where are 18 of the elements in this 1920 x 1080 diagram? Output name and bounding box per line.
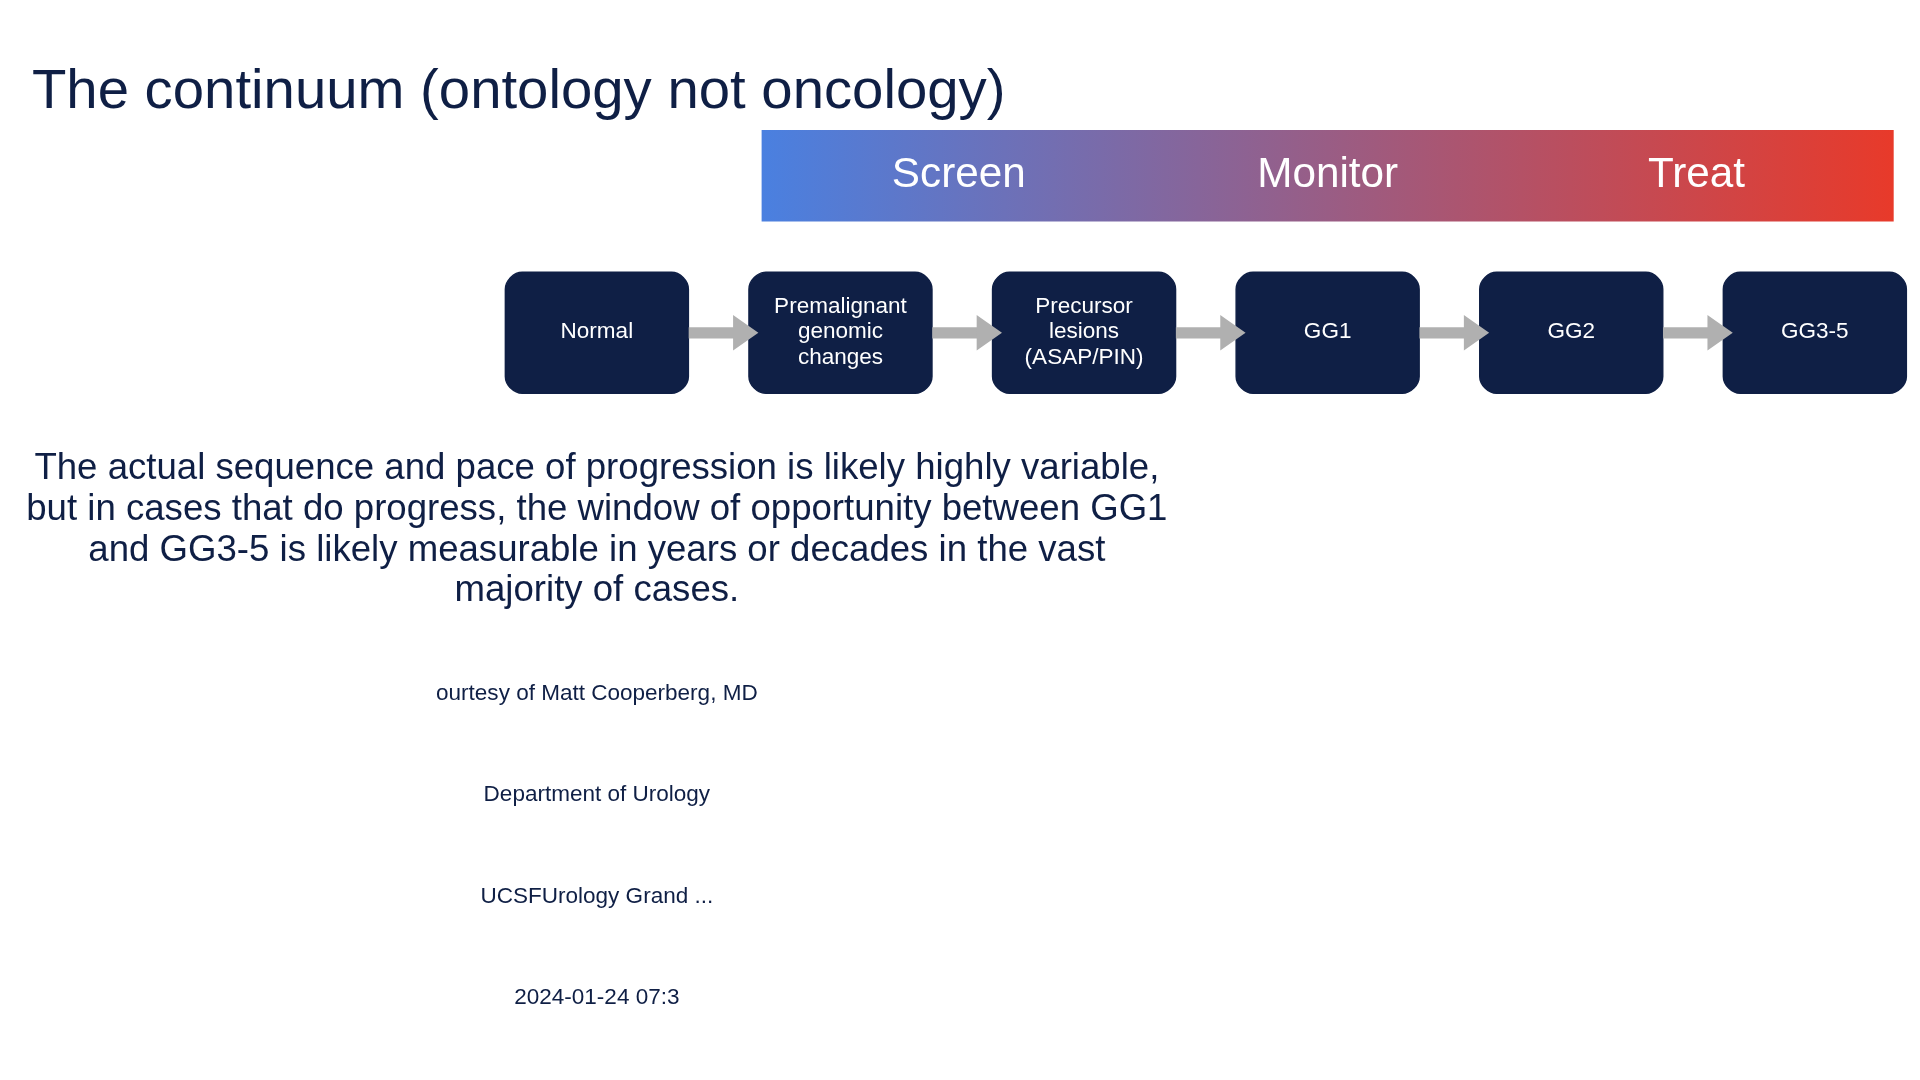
arrow	[1662, 314, 1733, 351]
label: The actual sequence and pace of progression is likely highly variable, but in cases that do progress, the window of opportunity between GG1 and GG3-5 is likely measurable in years or decades in the vast majority of cases.	[25, 445, 1167, 609]
node-box: GG3-5	[1722, 271, 1907, 394]
label: ourtesy of Matt Cooperberg, MD	[435, 679, 758, 705]
label: 2024-01-24 07:3	[513, 983, 679, 1009]
diagram-title: The continuum (ontology not oncology)	[31, 56, 1005, 120]
arrow	[1418, 314, 1489, 351]
node-box: GG2	[1478, 271, 1663, 394]
node-box: Precursor lesions (ASAP/PIN)	[991, 271, 1176, 394]
label: UCSFUrology Grand ...	[480, 882, 713, 908]
label: Department of Urology	[483, 780, 710, 806]
node-box: Normal	[504, 271, 689, 394]
arrow	[1175, 314, 1246, 351]
node-box: GG1	[1234, 271, 1420, 394]
node-box: Screen Monitor Treat	[761, 129, 1894, 222]
node-box: Premalignant genomic changes	[747, 271, 933, 394]
arrow	[931, 314, 1002, 351]
arrow	[688, 314, 758, 351]
